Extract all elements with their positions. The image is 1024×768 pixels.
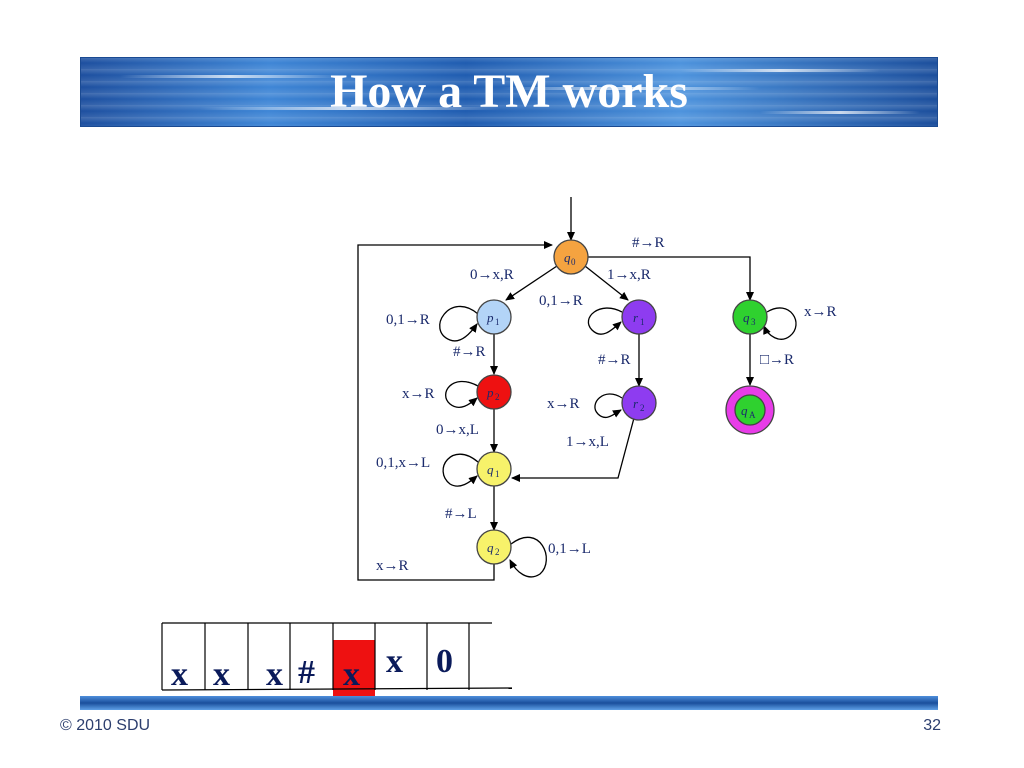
label-r1-loop: 0,1→R bbox=[539, 293, 583, 309]
loop-p2 bbox=[445, 380, 479, 408]
state-p2-label: p bbox=[486, 385, 494, 400]
state-q0: q 0 bbox=[553, 239, 589, 275]
tape-cell-0: x bbox=[171, 656, 188, 693]
state-r1-circle bbox=[621, 299, 657, 335]
edge-q2-q0 bbox=[357, 241, 553, 581]
state-qA-circle bbox=[734, 394, 766, 426]
state-p2: p 2 bbox=[476, 374, 512, 410]
loop-q3 bbox=[763, 307, 797, 340]
tape-cell-4: x bbox=[343, 656, 360, 693]
label-p2-loop: x→R bbox=[402, 386, 435, 402]
state-q1-circle bbox=[476, 451, 512, 487]
state-qA-sub: A bbox=[749, 410, 756, 420]
state-p1: p 1 bbox=[476, 299, 512, 335]
label-q0-q3: #→R bbox=[632, 235, 665, 251]
state-q0-circle bbox=[553, 239, 589, 275]
state-q3: q 3 bbox=[732, 299, 768, 335]
state-q0-label: q bbox=[564, 250, 571, 265]
state-q2-label: q bbox=[487, 540, 494, 555]
label-r2-q1: 1→x,L bbox=[566, 434, 609, 450]
state-q1: q 1 bbox=[476, 451, 512, 487]
state-r2-label: r bbox=[633, 396, 639, 411]
loop-q2 bbox=[509, 536, 547, 578]
state-qA: q A bbox=[725, 385, 775, 435]
tape-cell-2: x bbox=[266, 656, 283, 693]
loop-q1 bbox=[442, 453, 479, 487]
label-q1-q2: #→L bbox=[445, 506, 477, 522]
state-q0-sub: 0 bbox=[571, 257, 576, 267]
label-r1-r2: #→R bbox=[598, 352, 631, 368]
state-r2-sub: 2 bbox=[640, 403, 645, 413]
footer-bar bbox=[80, 696, 938, 710]
loop-p1 bbox=[439, 306, 479, 342]
edge-q0-r1 bbox=[584, 265, 629, 301]
transition-edges bbox=[357, 197, 797, 581]
tape-cell-1: x bbox=[213, 656, 230, 693]
label-p2-q1: 0→x,L bbox=[436, 422, 479, 438]
loop-r2 bbox=[594, 393, 623, 418]
state-q3-label: q bbox=[743, 310, 750, 325]
tape-cell-3: # bbox=[298, 654, 315, 691]
state-r1: r 1 bbox=[621, 299, 657, 335]
state-q1-label: q bbox=[487, 462, 494, 477]
tape: x x x # x x 0 bbox=[161, 622, 513, 698]
tape-cell-6: 0 bbox=[436, 643, 453, 680]
state-r1-sub: 1 bbox=[640, 317, 645, 327]
edge-r2-q1 bbox=[511, 417, 635, 482]
state-p1-sub: 1 bbox=[495, 317, 500, 327]
label-q1-loop: 0,1,x→L bbox=[376, 455, 430, 471]
state-q1-sub: 1 bbox=[495, 469, 500, 479]
label-p1-p2: #→R bbox=[453, 344, 486, 360]
state-p2-circle bbox=[476, 374, 512, 410]
state-p1-circle bbox=[476, 299, 512, 335]
edge-q0-p1 bbox=[505, 265, 558, 301]
state-q2: q 2 bbox=[476, 529, 512, 565]
loop-r1 bbox=[587, 307, 623, 335]
label-q3-loop: x→R bbox=[804, 304, 837, 320]
state-q2-circle bbox=[476, 529, 512, 565]
label-q0-r1: 1→x,R bbox=[607, 267, 651, 283]
page-number: 32 bbox=[923, 717, 941, 734]
edge-labels: #→R 0→x,R 1→x,R 0,1→R 0,1→R x→R #→R #→R … bbox=[376, 235, 837, 574]
state-q3-circle bbox=[732, 299, 768, 335]
state-r2-circle bbox=[621, 385, 657, 421]
label-q3-qA: □→R bbox=[760, 352, 794, 368]
state-qA-label: q bbox=[741, 403, 748, 418]
title-banner bbox=[80, 57, 938, 127]
label-q0-p1: 0→x,R bbox=[470, 267, 514, 283]
label-q2-q0: x→R bbox=[376, 558, 409, 574]
label-r2-loop: x→R bbox=[547, 396, 580, 412]
state-p2-sub: 2 bbox=[495, 392, 500, 402]
state-p1-label: p bbox=[486, 310, 494, 325]
state-r1-label: r bbox=[633, 310, 639, 325]
copyright-text: © 2010 SDU bbox=[60, 717, 151, 734]
state-r2: r 2 bbox=[621, 385, 657, 421]
state-q2-sub: 2 bbox=[495, 547, 500, 557]
tape-cell-5: x bbox=[386, 643, 403, 680]
tape-cell-borders bbox=[161, 622, 513, 691]
slide-title: How a TM works bbox=[330, 65, 688, 118]
label-p1-loop: 0,1→R bbox=[386, 312, 430, 328]
label-q2-loop: 0,1→L bbox=[548, 541, 591, 557]
state-q3-sub: 3 bbox=[751, 317, 756, 327]
edge-q0-q3 bbox=[588, 256, 754, 301]
